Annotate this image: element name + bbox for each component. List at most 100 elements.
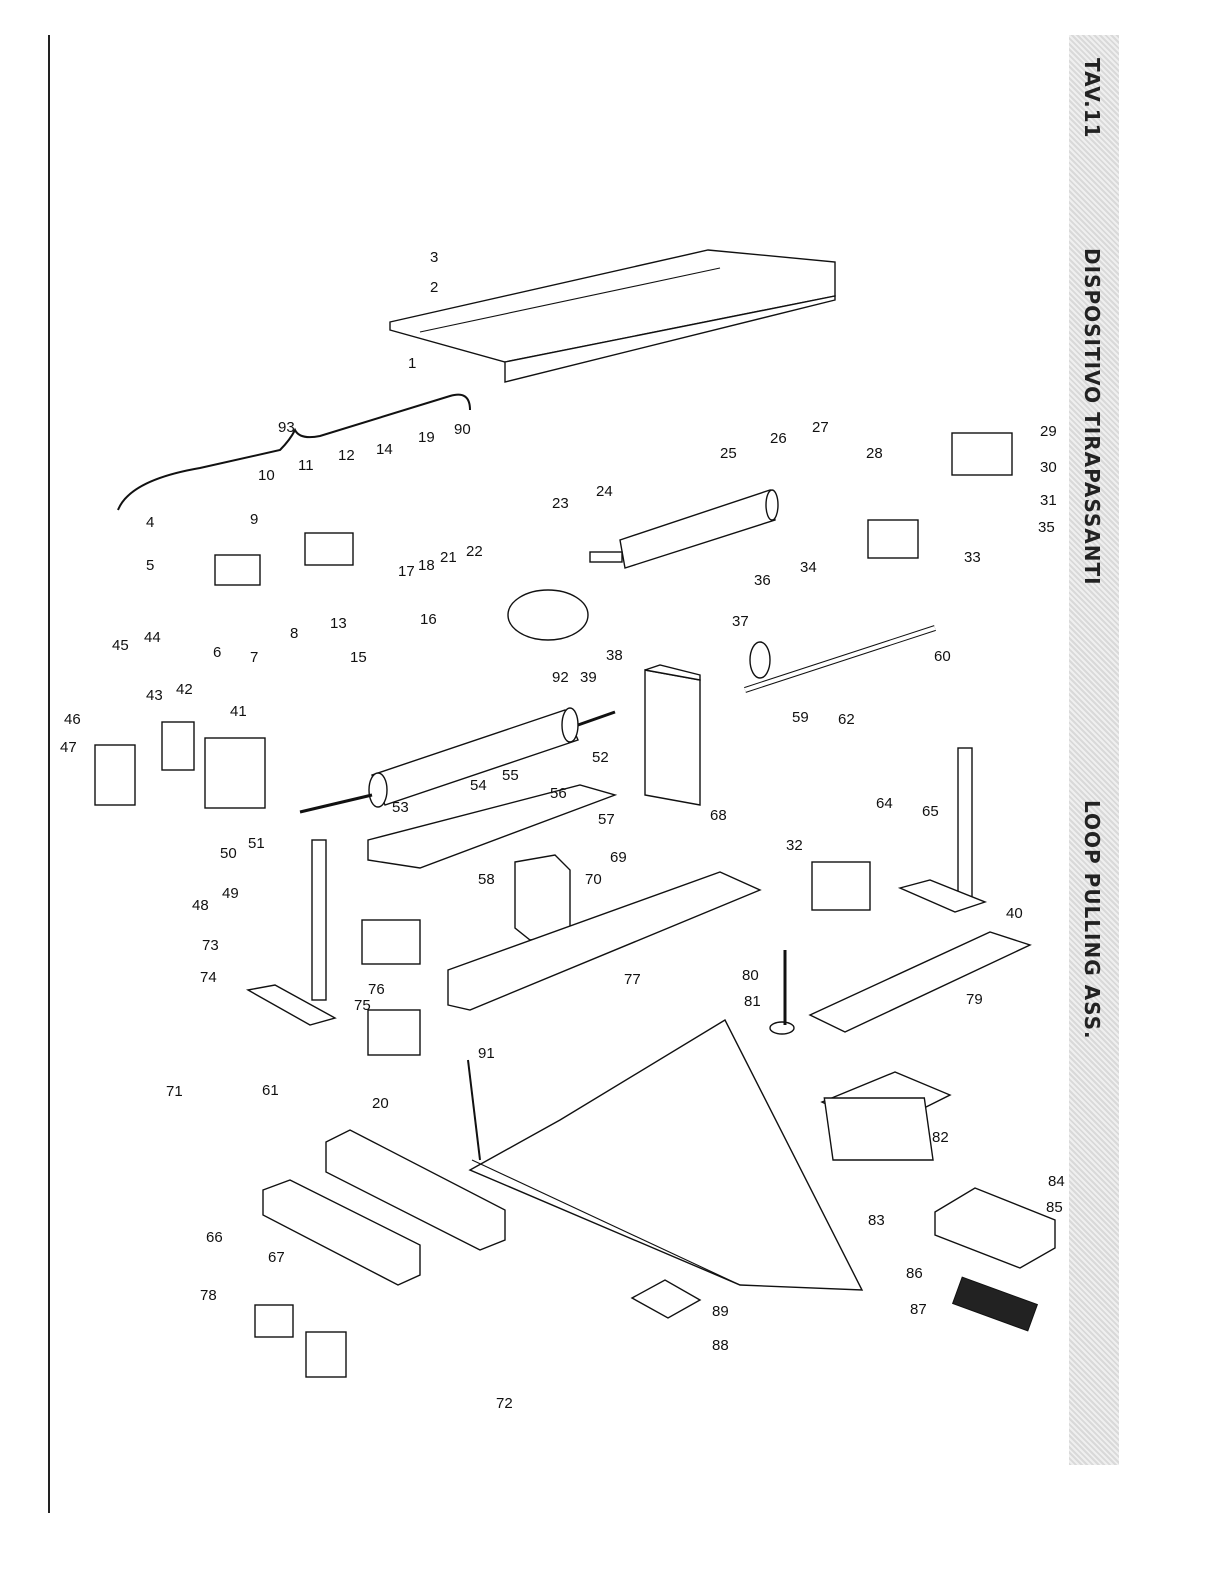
- part-81-foot: [769, 1021, 795, 1035]
- part-38-block: [644, 664, 701, 806]
- callout-28: 28: [866, 445, 883, 462]
- callout-33: 33: [964, 549, 981, 566]
- part-51-bracket: [204, 737, 266, 809]
- callout-59: 59: [792, 709, 809, 726]
- callout-18: 18: [418, 557, 435, 574]
- callout-68: 68: [710, 807, 727, 824]
- callout-38: 38: [606, 647, 623, 664]
- callout-6: 6: [213, 644, 221, 661]
- callout-22: 22: [466, 543, 483, 560]
- callout-66: 66: [206, 1229, 223, 1246]
- callout-67: 67: [268, 1249, 285, 1266]
- part-29-solenoid-top: [951, 432, 1013, 476]
- part-70-block: [514, 854, 571, 941]
- callout-80: 80: [742, 967, 759, 984]
- callout-30: 30: [1040, 459, 1057, 476]
- part-77-rail: [447, 871, 762, 1011]
- callout-23: 23: [552, 495, 569, 512]
- left-margin-line: [48, 35, 50, 1513]
- title-italian: DISPOSITIVO TIRAPASSANTI: [1080, 248, 1104, 586]
- title-strip: [1069, 35, 1119, 1465]
- callout-42: 42: [176, 681, 193, 698]
- title-english: LOOP PULLING ASS.: [1080, 800, 1104, 1040]
- part-42-plate: [161, 721, 195, 771]
- callout-44: 44: [144, 629, 161, 646]
- part-47-plate: [94, 744, 136, 806]
- part-24-roller: [589, 489, 779, 569]
- callout-40: 40: [1006, 905, 1023, 922]
- callout-51: 51: [248, 835, 265, 852]
- callout-76: 76: [368, 981, 385, 998]
- callout-20: 20: [372, 1095, 389, 1112]
- callout-7: 7: [250, 649, 258, 666]
- callout-26: 26: [770, 430, 787, 447]
- callout-15: 15: [350, 649, 367, 666]
- part-1-cover-plate: [389, 249, 836, 383]
- part-58-plate: [367, 784, 618, 869]
- callout-27: 27: [812, 419, 829, 436]
- part-74-foot-left: [245, 984, 337, 1026]
- callout-55: 55: [502, 767, 519, 784]
- callout-61: 61: [262, 1082, 279, 1099]
- callout-2: 2: [430, 279, 438, 296]
- callout-46: 46: [64, 711, 81, 728]
- part-74-foot-right: [897, 879, 988, 913]
- brace-93: [117, 393, 471, 511]
- part-32-coil: [305, 1331, 347, 1378]
- callout-52: 52: [592, 749, 609, 766]
- callout-62: 62: [838, 711, 855, 728]
- part-5-bracket: [214, 554, 261, 586]
- part-37-ring: [749, 641, 771, 679]
- callout-45: 45: [112, 637, 129, 654]
- callout-34: 34: [800, 559, 817, 576]
- part-85-block: [934, 1187, 1056, 1269]
- callout-12: 12: [338, 447, 355, 464]
- callout-16: 16: [420, 611, 437, 628]
- callout-57: 57: [598, 811, 615, 828]
- callout-36: 36: [754, 572, 771, 589]
- callout-4: 4: [146, 514, 154, 531]
- callout-11: 11: [298, 457, 314, 474]
- part-92-pulley-group: [507, 589, 589, 641]
- part-83-base-plate: [468, 1019, 864, 1291]
- callout-47: 47: [60, 739, 77, 756]
- callout-25: 25: [720, 445, 737, 462]
- part-83-cutout: [823, 1097, 934, 1161]
- callout-88: 88: [712, 1337, 729, 1354]
- callout-32: 32: [786, 837, 803, 854]
- callout-56: 56: [550, 785, 567, 802]
- callout-73: 73: [202, 937, 219, 954]
- callout-31: 31: [1040, 492, 1057, 509]
- part-89-plate: [630, 1279, 702, 1319]
- callout-87: 87: [910, 1301, 927, 1318]
- callout-54: 54: [470, 777, 487, 794]
- part-32-solenoid-left: [361, 919, 421, 965]
- callout-91: 91: [478, 1045, 495, 1062]
- callout-35: 35: [1038, 519, 1055, 536]
- callout-41: 41: [230, 703, 247, 720]
- part-78-solenoid: [254, 1304, 294, 1338]
- callout-89: 89: [712, 1303, 729, 1320]
- part-39-cylinder: [299, 707, 616, 814]
- callout-81: 81: [744, 993, 761, 1010]
- callout-21: 21: [440, 549, 457, 566]
- part-87-terminal-strip: [951, 1276, 1039, 1332]
- callout-53: 53: [392, 799, 409, 816]
- part-65-column-right: [957, 747, 973, 899]
- callout-82: 82: [932, 1129, 949, 1146]
- callout-78: 78: [200, 1287, 217, 1304]
- callout-49: 49: [222, 885, 239, 902]
- callout-19: 19: [418, 429, 435, 446]
- callout-93: 93: [278, 419, 295, 436]
- callout-60: 60: [934, 648, 951, 665]
- callout-5: 5: [146, 557, 154, 574]
- callout-70: 70: [585, 871, 602, 888]
- callout-10: 10: [258, 467, 275, 484]
- part-20-bar: [325, 1129, 506, 1251]
- part-14-block: [304, 532, 354, 566]
- part-65-column-left: [311, 839, 327, 1001]
- callout-1: 1: [408, 355, 416, 372]
- table-number: TAV.11: [1080, 58, 1104, 139]
